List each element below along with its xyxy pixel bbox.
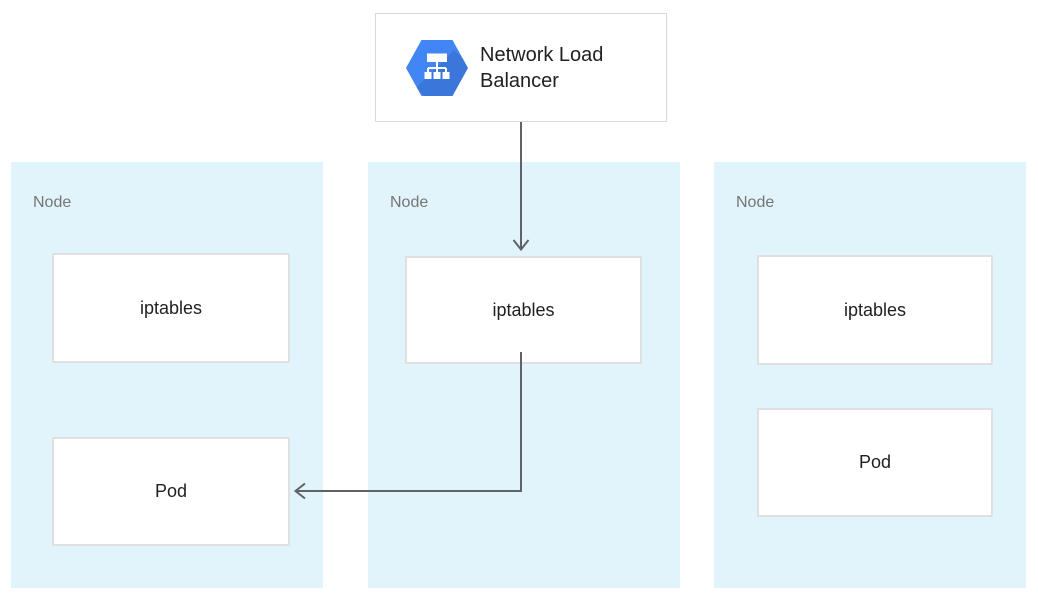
node-1-label: Node [33, 194, 72, 211]
node-panel-3: Node iptables Pod [714, 162, 1026, 588]
node-2-iptables-label: iptables [492, 299, 555, 320]
network-load-balancer-icon [406, 40, 468, 96]
node-2-label: Node [390, 194, 429, 211]
network-load-balancer-card: Network Load Balancer [375, 13, 667, 122]
node-3-pod-box: Pod [757, 408, 993, 517]
node-1-iptables-box: iptables [52, 253, 290, 363]
node-1-pod-label: Pod [154, 481, 188, 501]
node-1-iptables-label: iptables [139, 297, 203, 318]
node-3-iptables-label: iptables [843, 299, 907, 320]
node-2-iptables-box: iptables [405, 256, 642, 364]
node-3-pod-label: Pod [858, 452, 892, 472]
node-3-iptables-box: iptables [757, 255, 993, 365]
node-panel-1: Node iptables Pod [11, 162, 323, 588]
network-load-balancer-label: Network Load Balancer [480, 44, 604, 92]
node-panel-2: Node iptables [368, 162, 680, 588]
node-3-label: Node [736, 194, 775, 211]
node-1-pod-box: Pod [52, 437, 290, 546]
